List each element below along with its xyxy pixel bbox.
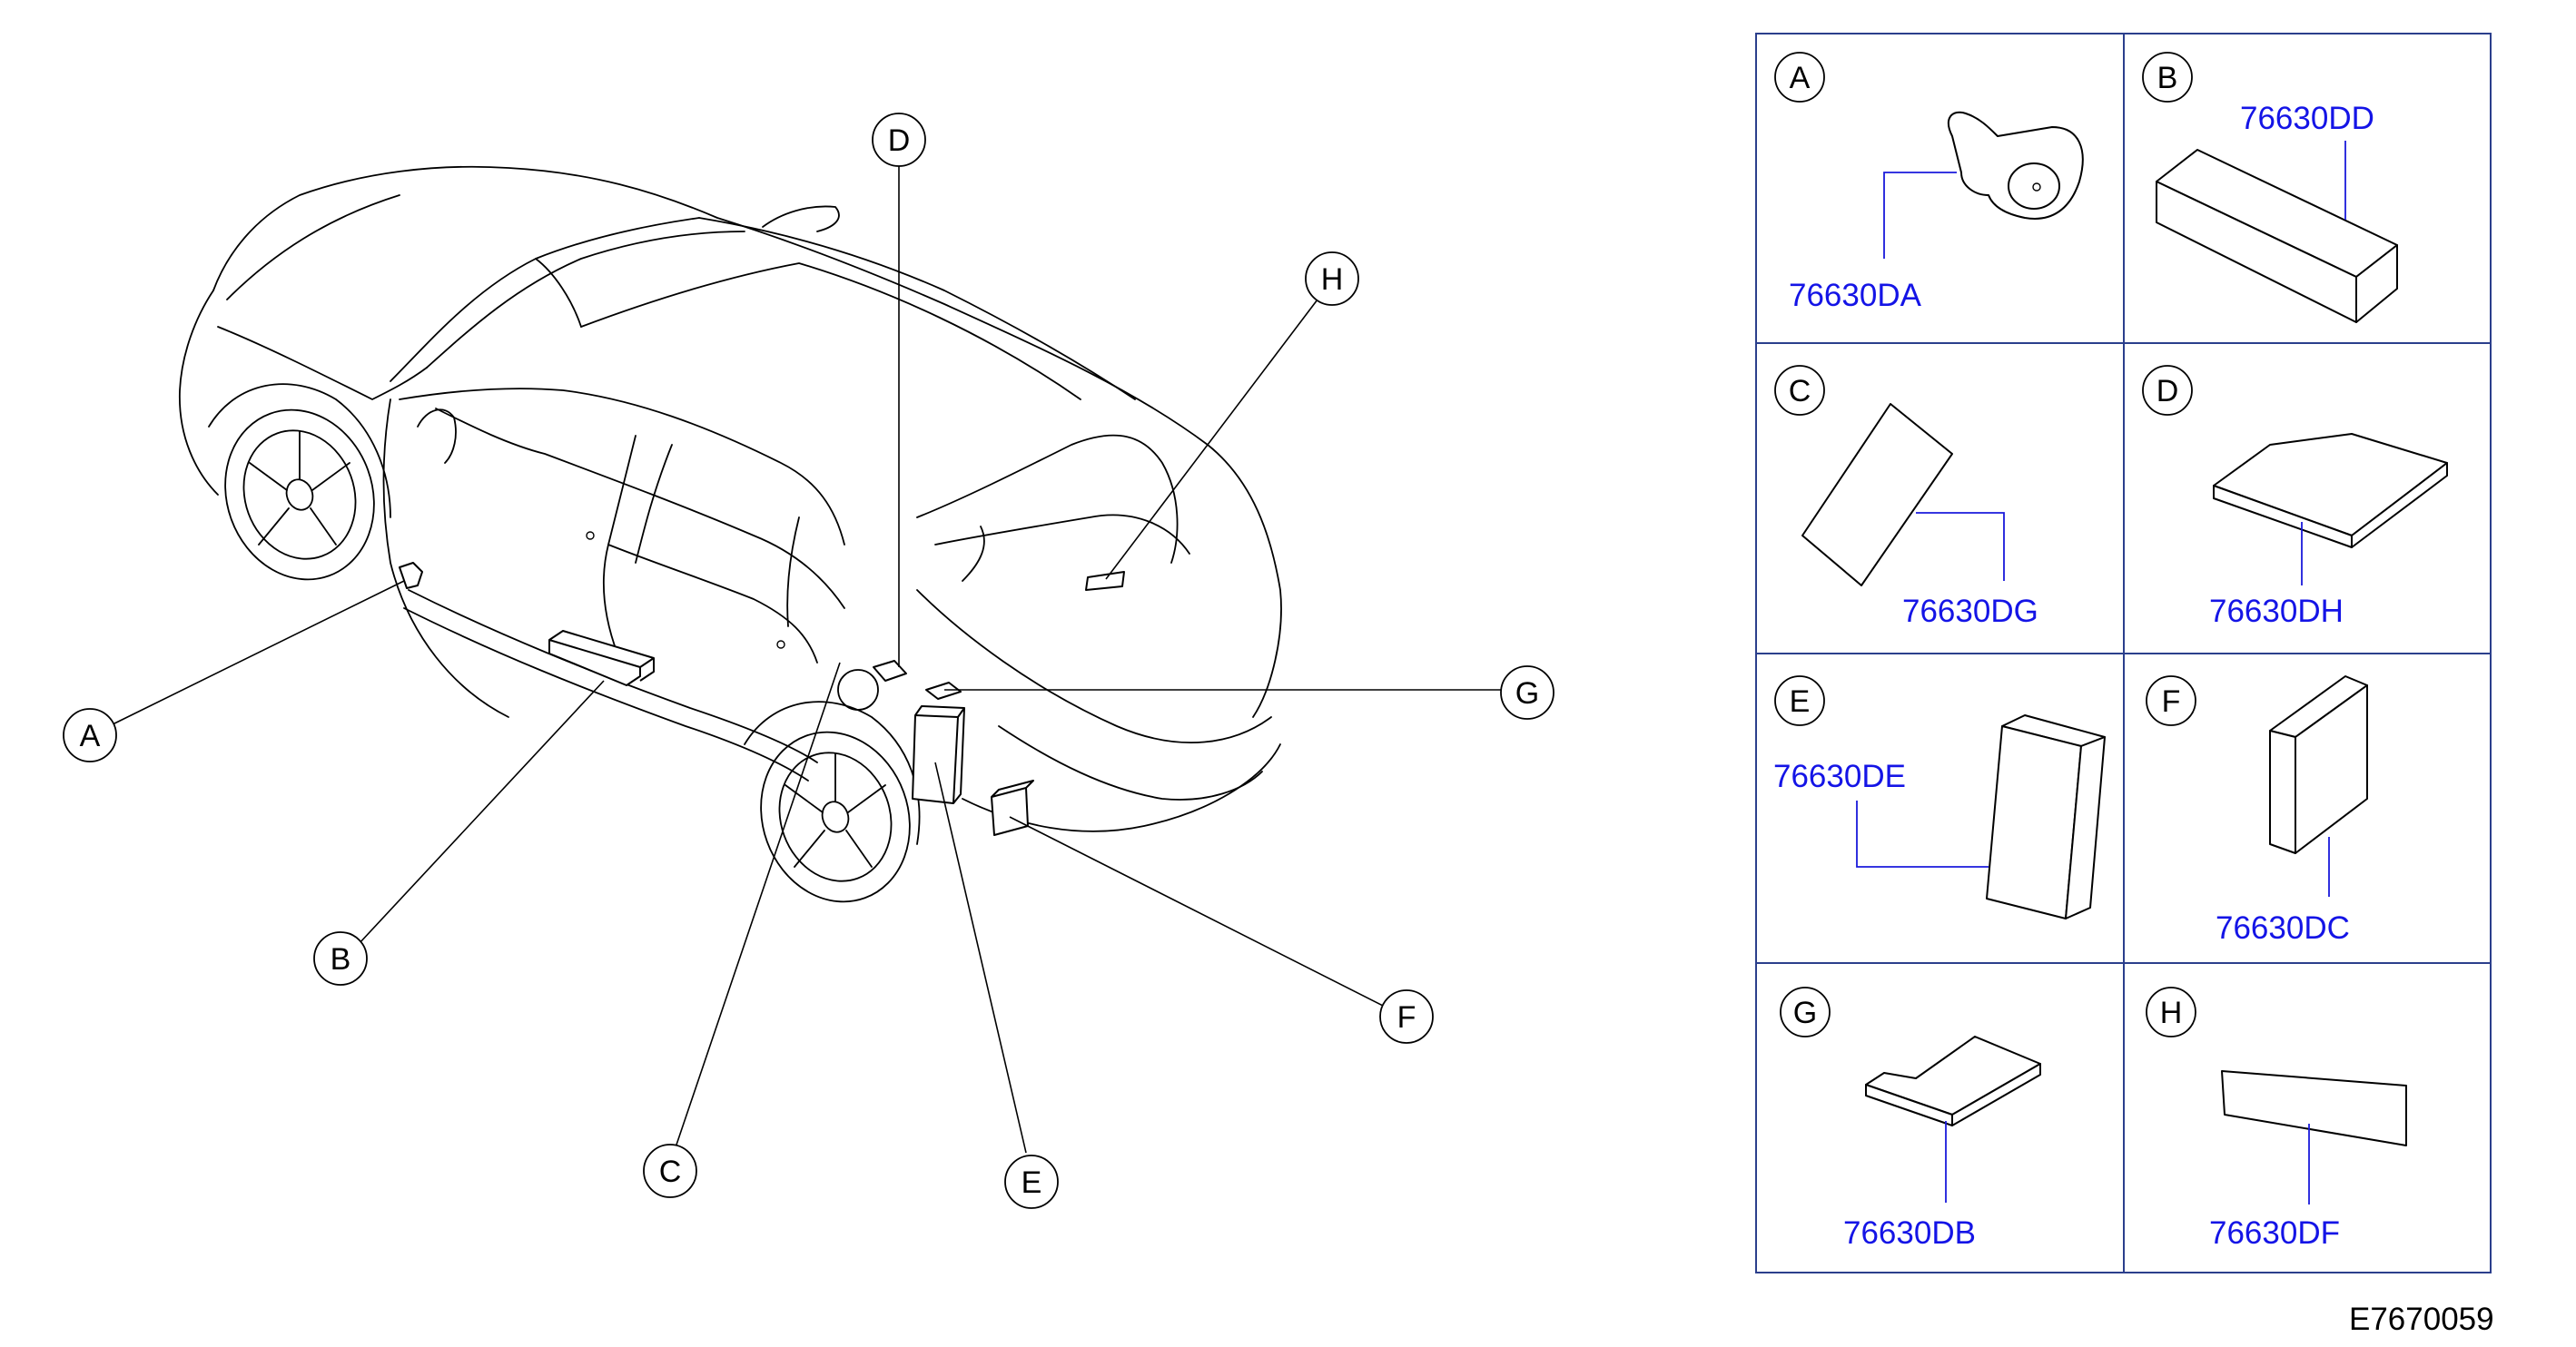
callout-c: C [643, 1144, 697, 1198]
svg-text:76630DE: 76630DE [1773, 759, 1906, 794]
svg-text:A: A [1790, 61, 1811, 95]
svg-text:A: A [80, 719, 101, 753]
svg-text:F: F [2162, 684, 2181, 719]
svg-text:E: E [1022, 1165, 1042, 1200]
part-b-end [2355, 244, 2398, 323]
part-d-top [2213, 433, 2448, 536]
legend-cell-c: C 76630DG [1774, 365, 2038, 629]
svg-text:C: C [659, 1155, 682, 1189]
svg-text:76630DG: 76630DG [1902, 594, 2038, 629]
svg-text:76630DA: 76630DA [1789, 278, 1922, 313]
svg-text:F: F [1397, 1000, 1416, 1035]
svg-text:D: D [888, 123, 911, 158]
part-a-on-car [399, 562, 423, 589]
part-g-on-car [925, 682, 962, 700]
part-e-on-car [912, 705, 965, 804]
svg-text:B: B [331, 942, 351, 977]
legend-grid [1755, 33, 2492, 1273]
callout-d: D [872, 113, 926, 167]
legend-cell-e: E 76630DE [1773, 675, 2106, 919]
callout-e: E [1004, 1155, 1059, 1209]
part-h-pad [2221, 1070, 2407, 1146]
callout-a: A [63, 708, 117, 762]
part-a-grommet-face [2008, 162, 2060, 210]
svg-text:76630DC: 76630DC [2216, 910, 2350, 946]
part-e-side [2065, 736, 2106, 919]
svg-text:76630DH: 76630DH [2209, 594, 2344, 629]
svg-text:B: B [2157, 61, 2178, 95]
car-illustration [179, 165, 1282, 903]
legend-cell-h: H 76630DF [2146, 987, 2407, 1251]
part-d-on-car [873, 660, 907, 682]
svg-text:H: H [1321, 262, 1344, 297]
leader-lines [108, 159, 1501, 1154]
svg-text:D: D [2157, 374, 2179, 408]
part-g-end [1951, 1063, 2041, 1126]
legend-cell-a: A 76630DA [1774, 52, 2084, 313]
car-parts [399, 562, 1125, 836]
part-c-pad [1801, 403, 1953, 586]
diagram-code: E7670059 [2349, 1302, 2494, 1337]
legend-cell-d: D 76630DH [2142, 365, 2448, 629]
part-f-on-car [991, 780, 1034, 836]
svg-text:76630DB: 76630DB [1843, 1215, 1976, 1251]
svg-text:G: G [1515, 676, 1539, 711]
part-d-end [2351, 462, 2448, 548]
svg-text:C: C [1789, 374, 1811, 408]
legend-cell-f: F 76630DC [2146, 675, 2368, 946]
svg-text:G: G [1793, 996, 1817, 1030]
part-f-side [2295, 684, 2368, 854]
svg-text:H: H [2160, 996, 2183, 1030]
svg-text:76630DD: 76630DD [2240, 101, 2374, 136]
part-e-front [1986, 725, 2082, 919]
legend-cell-g: G 76630DB [1780, 987, 2041, 1251]
callout-h: H [1305, 251, 1359, 306]
svg-text:E: E [1790, 684, 1811, 719]
callout-g: G [1500, 665, 1554, 720]
part-h-on-car [1085, 571, 1125, 591]
callout-f: F [1379, 989, 1434, 1044]
callout-b: B [313, 931, 368, 986]
part-f-front [2269, 730, 2296, 854]
legend-cell-b: B 76630DD [2142, 52, 2398, 323]
svg-text:76630DF: 76630DF [2209, 1215, 2340, 1251]
part-b-on-car [548, 630, 655, 686]
